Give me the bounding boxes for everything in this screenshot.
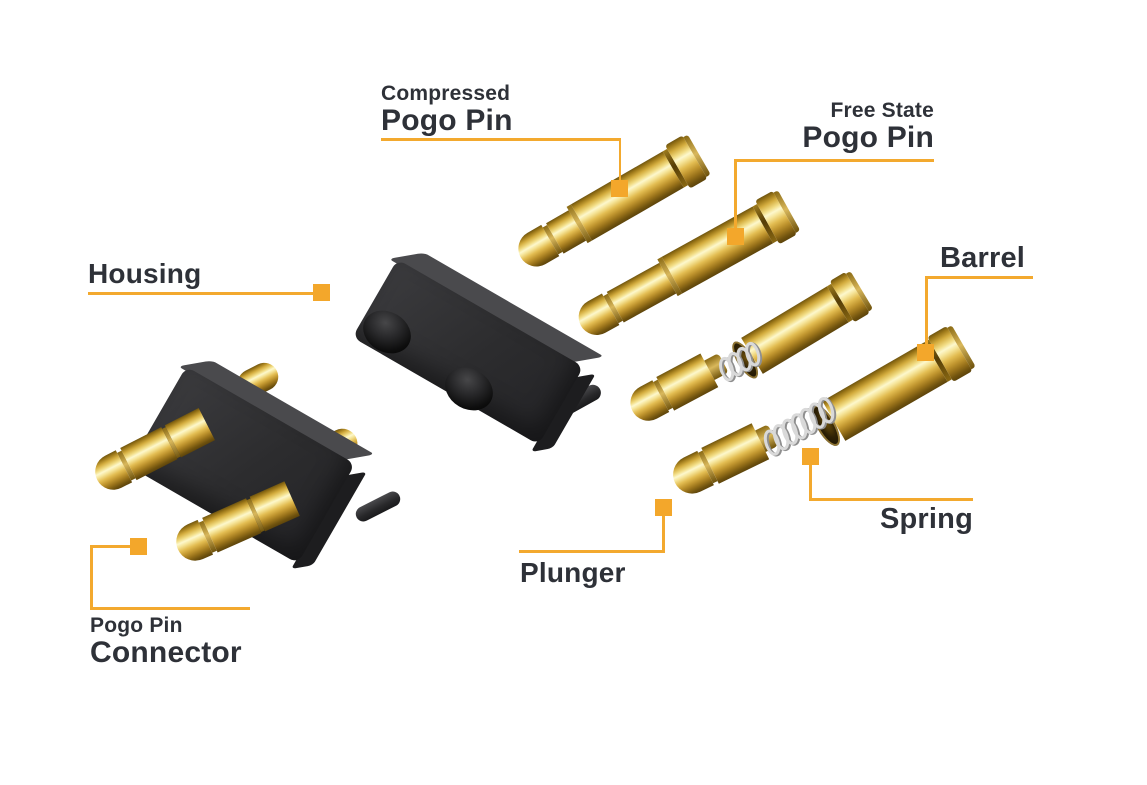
callout-line xyxy=(809,498,973,501)
barrel-label: Barrel xyxy=(940,243,1025,273)
callout-line xyxy=(734,159,737,229)
label-line1: Pogo Pin xyxy=(90,614,183,637)
label-line2: Pogo Pin xyxy=(381,104,513,137)
callout-line xyxy=(519,550,665,553)
pogo-pin-connector-label: Pogo Pin Connector xyxy=(90,614,242,668)
label-text: Housing xyxy=(88,258,202,289)
callout-line xyxy=(925,276,928,345)
callout-line xyxy=(925,276,1033,279)
callout-line xyxy=(809,465,812,501)
plunger-label: Plunger xyxy=(520,558,626,588)
callout-line xyxy=(618,138,621,182)
callout-marker xyxy=(917,344,934,361)
spring-model-bottom xyxy=(763,397,837,457)
label-line2: Pogo Pin xyxy=(802,121,934,154)
barrel-model-bottom xyxy=(805,323,976,452)
callout-marker xyxy=(611,180,628,197)
callout-marker xyxy=(655,499,672,516)
callout-line xyxy=(735,159,934,162)
callout-line xyxy=(90,545,130,548)
label-line2: Connector xyxy=(90,636,242,669)
free-state-pogo-pin-label: Free State Pogo Pin xyxy=(730,99,934,153)
label-line1: Free State xyxy=(830,99,934,122)
plunger-model-mid xyxy=(624,346,733,428)
callout-marker xyxy=(727,228,744,245)
connector-solder-leg xyxy=(353,488,403,525)
compressed-pogo-pin-label: Compressed Pogo Pin xyxy=(381,82,513,136)
spring-label: Spring xyxy=(813,504,973,534)
label-text: Barrel xyxy=(940,242,1026,274)
housing-label: Housing xyxy=(88,259,201,289)
label-text: Plunger xyxy=(520,557,626,588)
spring-model-mid xyxy=(719,341,763,383)
callout-marker xyxy=(130,538,147,555)
callout-line xyxy=(381,138,621,141)
callout-line xyxy=(88,292,314,295)
label-line1: Compressed xyxy=(381,82,511,105)
callout-line xyxy=(90,545,93,609)
callout-line xyxy=(90,607,250,610)
label-text: Spring xyxy=(879,503,973,535)
callout-marker xyxy=(313,284,330,301)
callout-marker xyxy=(802,448,819,465)
callout-line xyxy=(662,516,665,552)
